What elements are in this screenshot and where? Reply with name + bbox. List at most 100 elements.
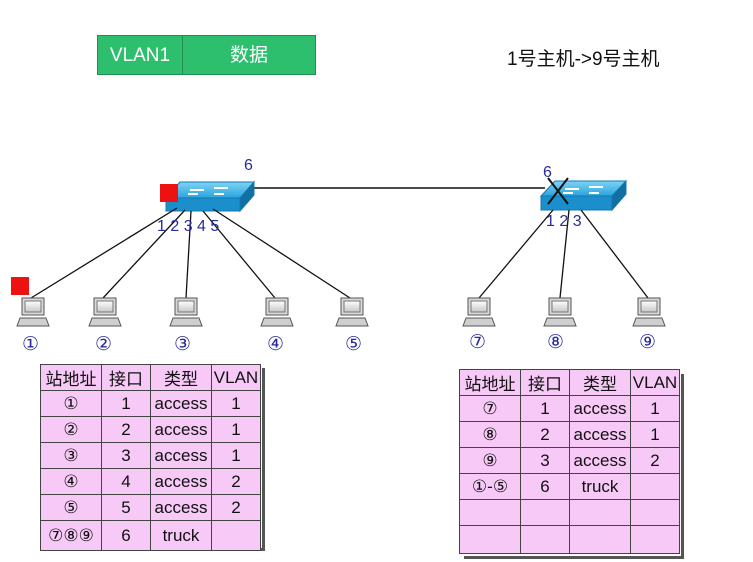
port-cell: 6	[101, 520, 151, 551]
header-port: 接口	[101, 364, 151, 391]
vlan-cell	[211, 520, 261, 551]
station-cell: ⑦⑧⑨	[40, 520, 102, 551]
table-row: ① 1 access 1	[40, 390, 261, 417]
table-row: ⑧ 2 access 1	[459, 421, 680, 448]
station-cell: ⑦	[459, 395, 521, 422]
vlan-cell	[630, 525, 680, 554]
station-cell: ③	[40, 442, 102, 469]
vlan-cell: 1	[630, 395, 680, 422]
right-table-shadow-bottom	[464, 556, 684, 559]
station-cell: ⑨	[459, 447, 521, 474]
host-8-icon	[543, 297, 577, 327]
station-cell: ②	[40, 416, 102, 443]
table-row: ③ 3 access 1	[40, 442, 261, 469]
header-vlan: VLAN	[630, 369, 680, 396]
right-uplink-port-label: 6	[543, 164, 552, 181]
vlan-cell: 2	[211, 494, 261, 521]
host-2-icon	[88, 297, 122, 327]
port-cell: 3	[520, 447, 570, 474]
port-cell: 2	[520, 421, 570, 448]
port-cell: 2	[101, 416, 151, 443]
switch-right-icon	[539, 179, 628, 212]
link-host-8	[559, 209, 570, 299]
type-cell: access	[150, 416, 212, 443]
right-access-port-labels: 1 2 3	[546, 213, 582, 230]
link-host-5	[212, 208, 351, 299]
frame-vlan-tag: VLAN1	[97, 35, 183, 75]
header-vlan: VLAN	[211, 364, 261, 391]
link-host-1	[30, 207, 178, 299]
station-cell: ⑤	[40, 494, 102, 521]
type-cell: truck	[569, 473, 631, 500]
host-1-icon	[16, 297, 50, 327]
port-cell	[520, 525, 570, 554]
host-label-1: ①	[22, 334, 40, 355]
vlan-cell: 2	[630, 447, 680, 474]
port-cell: 3	[101, 442, 151, 469]
type-cell: truck	[150, 520, 212, 551]
station-cell	[459, 525, 521, 554]
host-label-8: ⑧	[547, 332, 565, 353]
header-station: 站地址	[40, 364, 102, 391]
host-3-icon	[169, 297, 203, 327]
link-host-7	[478, 209, 554, 299]
table-row: ⑦⑧⑨ 6 truck	[40, 520, 261, 551]
type-cell: access	[150, 390, 212, 417]
left-mac-table: 站地址 接口 类型 VLAN ① 1 access 1 ② 2 access 1…	[40, 364, 261, 551]
table-row: ①-⑤ 6 truck	[459, 473, 680, 500]
link-host-9	[580, 209, 649, 299]
table-row: ⑦ 1 access 1	[459, 395, 680, 422]
type-cell: access	[569, 421, 631, 448]
host-label-7: ⑦	[469, 332, 487, 353]
type-cell: access	[569, 395, 631, 422]
left-uplink-port-label: 6	[244, 157, 253, 174]
station-cell: ⑧	[459, 421, 521, 448]
transfer-caption: 1号主机->9号主机	[507, 49, 660, 70]
port-cell: 4	[101, 468, 151, 495]
port-cell	[520, 499, 570, 526]
port-cell: 5	[101, 494, 151, 521]
table-row	[459, 499, 680, 526]
header-port: 接口	[520, 369, 570, 396]
table-row: ⑨ 3 access 2	[459, 447, 680, 474]
table-row: ② 2 access 1	[40, 416, 261, 443]
frame-payload: 数据	[182, 35, 316, 75]
right-mac-table: 站地址 接口 类型 VLAN ⑦ 1 access 1 ⑧ 2 access 1…	[459, 369, 680, 554]
vlan-cell: 1	[211, 442, 261, 469]
station-cell	[459, 499, 521, 526]
station-cell: ④	[40, 468, 102, 495]
right-table-shadow	[681, 374, 684, 559]
type-cell: access	[569, 447, 631, 474]
vlan-cell	[630, 499, 680, 526]
type-cell	[569, 499, 631, 526]
link-host-2	[102, 209, 186, 299]
host-5-icon	[335, 297, 369, 327]
host-4-icon	[260, 297, 294, 327]
type-cell: access	[150, 494, 212, 521]
table-row: ⑤ 5 access 2	[40, 494, 261, 521]
host-9-icon	[632, 297, 666, 327]
station-cell: ①	[40, 390, 102, 417]
table-row	[459, 525, 680, 554]
host-label-3: ③	[174, 334, 192, 355]
link-host-3	[185, 210, 192, 299]
type-cell: access	[150, 442, 212, 469]
vlan-cell	[630, 473, 680, 500]
port-cell: 1	[520, 395, 570, 422]
vlan-cell: 1	[211, 390, 261, 417]
host-label-2: ②	[95, 334, 113, 355]
header-station: 站地址	[459, 369, 521, 396]
vlan-cell: 1	[211, 416, 261, 443]
frame-marker-switch	[160, 184, 178, 202]
header-type: 类型	[150, 364, 212, 391]
vlan-cell: 1	[630, 421, 680, 448]
host-label-4: ④	[267, 334, 285, 355]
header-type: 类型	[569, 369, 631, 396]
station-cell: ①-⑤	[459, 473, 521, 500]
blocked-x-icon	[547, 177, 569, 205]
switch-left-icon	[164, 180, 256, 213]
vlan-cell: 2	[211, 468, 261, 495]
host-7-icon	[462, 297, 496, 327]
frame-marker-host-1	[11, 277, 29, 295]
